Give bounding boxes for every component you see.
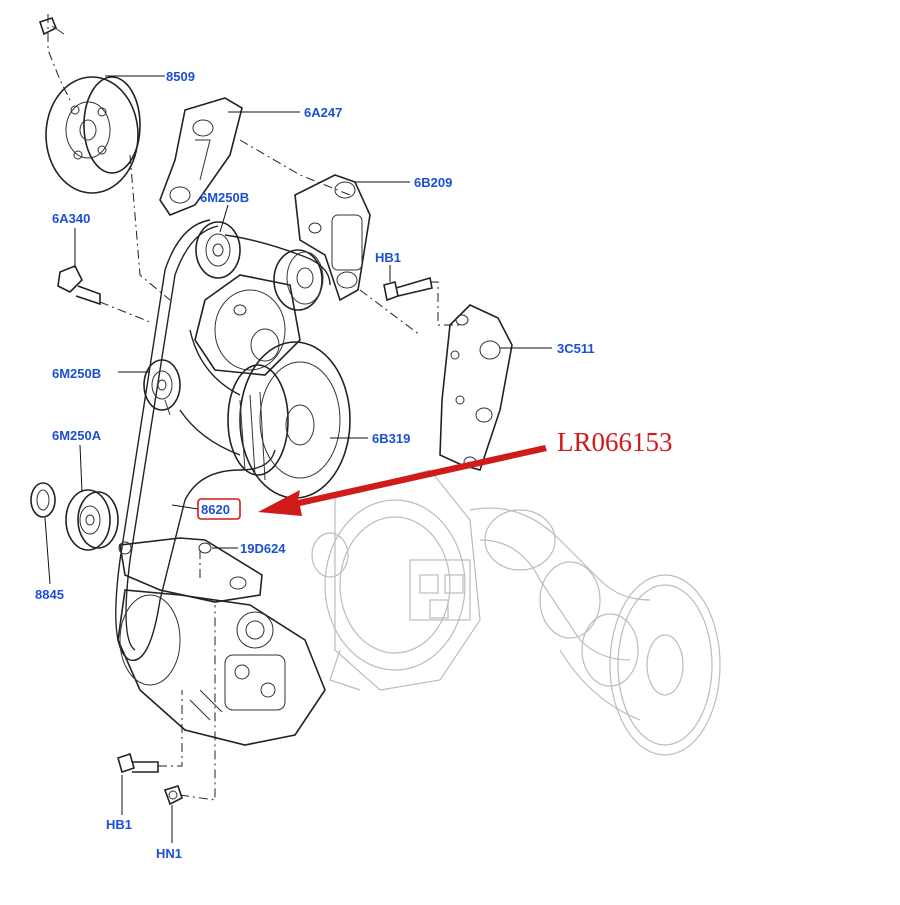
callout-arrow [258,445,547,516]
ghost-alternator [311,469,481,691]
assembly-line-6a247 [239,139,351,196]
drive-belt-8620 [115,219,331,661]
nut-hn1 [163,785,183,806]
assembly-line-8509 [47,14,71,101]
tensioner-pulley [273,249,324,311]
seal-8845 [30,482,56,518]
leader-lines [44,75,552,843]
bracket-3c511 [439,304,513,471]
bracket-19d624 [118,537,263,603]
damper-pulley-6b319 [227,341,351,499]
bracket-6a247 [159,97,243,216]
callout-part-number: LR066153 [557,427,673,457]
label-19d624: 19D624 [240,541,286,556]
crank-pulley-8509 [45,76,141,194]
label-6a247: 6A247 [304,105,342,120]
label-3c511: 3C511 [557,341,595,356]
label-hb1-bottom: HB1 [106,817,132,832]
label-8509: 8509 [166,69,195,84]
label-6a340: 6A340 [52,211,90,226]
water-pump [194,274,301,376]
idler-pulley-6m250b-top [195,221,241,279]
assembly-line-hn1 [179,605,216,801]
bolt-hb1-bottom [117,752,159,774]
bolt-6a340 [57,264,101,306]
assembly-line-hb1 [430,281,460,326]
assembly-line-8509b [129,154,171,301]
label-8845: 8845 [35,587,64,602]
label-8620: 8620 [201,502,230,517]
label-6b209: 6B209 [414,175,452,190]
label-6m250a: 6M250A [52,428,102,443]
assembly-line-3c511 [359,289,421,336]
ac-compressor [117,589,326,746]
label-6m250b-mid: 6M250B [52,366,101,381]
label-6m250b-top: 6M250B [200,190,249,205]
ghost-crankshaft [469,507,721,756]
idler-pulley-6m250b-mid [143,359,181,416]
assembly-line-6a340 [99,301,151,323]
label-6b319: 6B319 [372,431,410,446]
label-hn1: HN1 [156,846,182,861]
assembly-line-hb1-bottom [158,690,183,767]
callout-highlight-box [197,498,241,520]
bolt-hb1-top [383,276,433,302]
label-hb1-top: HB1 [375,250,401,265]
pulley-6m250a [65,489,119,551]
top-bolt [38,17,65,36]
tensioner-6b209 [294,174,371,302]
